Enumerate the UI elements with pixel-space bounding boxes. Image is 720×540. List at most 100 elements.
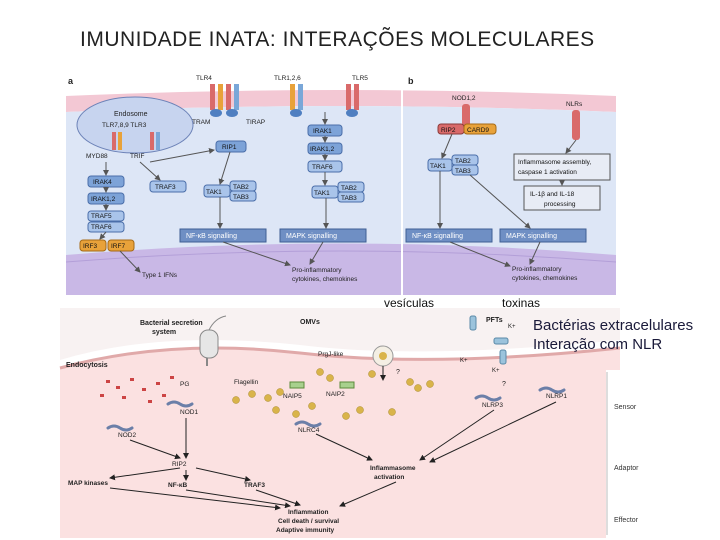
node-traf6b: TRAF6: [312, 164, 333, 171]
node-traf5: TRAF5: [91, 213, 112, 220]
node-irf7: IRF7: [111, 243, 125, 250]
label-question-1: ?: [396, 369, 400, 376]
tlr5-receptor: [346, 84, 359, 117]
panel-b-il2: processing: [544, 201, 576, 208]
label-vesiculas: vesículas: [384, 296, 435, 310]
effector-inflammasome-1: Inflammasome: [370, 465, 416, 472]
bacterium-icon: [199, 315, 227, 366]
outcome-1: Inflammation: [288, 509, 328, 516]
panel-b-boxes: RIP2 CARD9 TAK1 TAB2 TAB3 Inflammasome a…: [405, 123, 611, 243]
pg-fragments: [100, 376, 174, 403]
panel-a-ifn: Type 1 IFNs: [142, 272, 178, 279]
node-irf3: IRF3: [83, 243, 97, 250]
panel-c: Sensor Adaptor Effector Bacterial secret…: [59, 308, 639, 538]
label-endocytosis: Endocytosis: [66, 362, 108, 369]
endosome-label: Endosome: [114, 111, 148, 118]
label-pg: PG: [180, 381, 189, 388]
node-tak1: TAK1: [206, 189, 222, 196]
panel-b-nlrs: NLRs: [566, 101, 583, 108]
panel-b-inflam2: caspase 1 activation: [518, 169, 577, 176]
page-title: IMUNIDADE INATA: INTERAÇÕES MOLECULARES: [80, 28, 595, 51]
effector-traf3: TRAF3: [244, 482, 265, 489]
panel-b-card9: CARD9: [467, 127, 489, 134]
effector-nfkb: NF-κB: [168, 482, 187, 489]
outcome-3: Adaptive immunity: [276, 527, 335, 534]
tlr4-receptor: [210, 84, 239, 117]
panel-a-boxes: IRAK4 IRAK1,2 TRAF3 TRAF5 TRAF6 IRF3 IRF…: [79, 124, 367, 252]
label-interacao-nlr: Interação com NLR: [533, 336, 663, 353]
sensor-nlrp1: NLRP1: [546, 393, 567, 400]
panel-b-tab3: TAB3: [455, 168, 471, 175]
label-kplus-3: K+: [492, 368, 500, 374]
node-traf3: TRAF3: [155, 184, 176, 191]
node-irak12: IRAK1,2: [91, 196, 116, 203]
panel-b-mapk: MAPK signalling: [506, 233, 557, 240]
effector-mapk: MAP kinases: [68, 480, 108, 487]
label-flagellin: Flagellin: [234, 379, 259, 386]
sensor-nod1: NOD1: [180, 409, 198, 416]
label-omvs: OMVs: [300, 319, 320, 326]
cell-membrane: [66, 90, 616, 112]
side-label-sensor: Sensor: [614, 404, 637, 411]
panel-b-rip2: RIP2: [441, 127, 456, 134]
sensor-naip5: NAIP5: [283, 393, 302, 400]
node-tram: TRAM: [192, 119, 210, 126]
node-traf6: TRAF6: [91, 224, 112, 231]
node-irak1: IRAK1: [313, 128, 332, 135]
side-label-effector: Effector: [614, 517, 639, 524]
endosome: [76, 96, 194, 154]
label-secretion-2: system: [152, 329, 176, 336]
sensor-nlrp3: NLRP3: [482, 402, 503, 409]
panel-a-cyto2: cytokines, chemokines: [292, 276, 358, 283]
node-tab2b: TAB2: [341, 185, 357, 192]
receptor-label-tlr126: TLR1,2,6: [274, 75, 301, 82]
outcome-2: Cell death / survival: [278, 518, 339, 525]
tlr126-receptor: [290, 84, 303, 117]
panel-b-tab2: TAB2: [455, 158, 471, 165]
label-prgj: PrgJ-like: [318, 351, 344, 358]
sensor-nod2: NOD2: [118, 432, 136, 439]
panel-b-nfkb: NF-κB signalling: [412, 233, 463, 240]
panel-a-b: a b TLR4 TLR1,2,6 TLR5 Endosome TLR7,8,9…: [65, 75, 617, 295]
node-rip1: RIP1: [222, 144, 237, 151]
panel-b-nod: NOD1,2: [452, 95, 476, 102]
endosome-receptors: TLR7,8,9 TLR3: [102, 122, 147, 129]
label-bacterias-extracelulares: Bactérias extracelulares: [533, 317, 694, 334]
panel-b-il1: IL-1β and IL-18: [530, 191, 575, 198]
label-question-2: ?: [502, 381, 506, 388]
host-cytoplasm: [60, 348, 620, 538]
panel-a-mapk: MAPK signalling: [286, 233, 337, 240]
node-irak12b: IRAK1,2: [310, 146, 335, 153]
label-kplus-1: K+: [508, 324, 516, 330]
panel-a-cyto1: Pro-inflammatory: [292, 267, 342, 274]
node-tak1b: TAK1: [314, 190, 330, 197]
label-pfts: PFTs: [486, 317, 503, 324]
receptor-label-tlr4: TLR4: [196, 75, 212, 82]
label-toxinas: toxinas: [502, 296, 541, 310]
panel-a-nfkb: NF-κB signalling: [186, 233, 237, 240]
side-label-adaptor: Adaptor: [614, 465, 639, 472]
sensor-nlrc4: NLRC4: [298, 427, 320, 434]
panel-b-inflam1: Inflammasome assembly,: [518, 159, 591, 166]
effector-inflammasome-2: activation: [374, 474, 404, 481]
ligand-dots: [232, 368, 434, 420]
panel-c-sensors: NOD1 NOD2 NAIP5 NAIP2 NLRC4 NLRP3 NLRP1 …: [68, 381, 567, 534]
node-tirap: TIRAP: [246, 119, 265, 126]
node-trif: TRIF: [130, 153, 144, 160]
panel-b-tak1: TAK1: [430, 163, 446, 170]
node-irak4: IRAK4: [93, 179, 112, 186]
adaptor-rip2: RIP2: [172, 461, 187, 468]
label-secretion-1: Bacterial secretion: [140, 320, 203, 327]
receptor-label-tlr5: TLR5: [352, 75, 368, 82]
sensor-naip2: NAIP2: [326, 391, 345, 398]
panel-b-cyto1: Pro-inflammatory: [512, 266, 562, 273]
panel-b-cyto2: cytokines, chemokines: [512, 275, 578, 282]
panel-a-letter: a: [68, 76, 74, 86]
node-tab2: TAB2: [233, 184, 249, 191]
node-tab3: TAB3: [233, 194, 249, 201]
node-myd88: MYD88: [86, 153, 108, 160]
label-kplus-2: K+: [460, 358, 468, 364]
panel-b-letter: b: [408, 76, 414, 86]
node-tab3b: TAB3: [341, 195, 357, 202]
